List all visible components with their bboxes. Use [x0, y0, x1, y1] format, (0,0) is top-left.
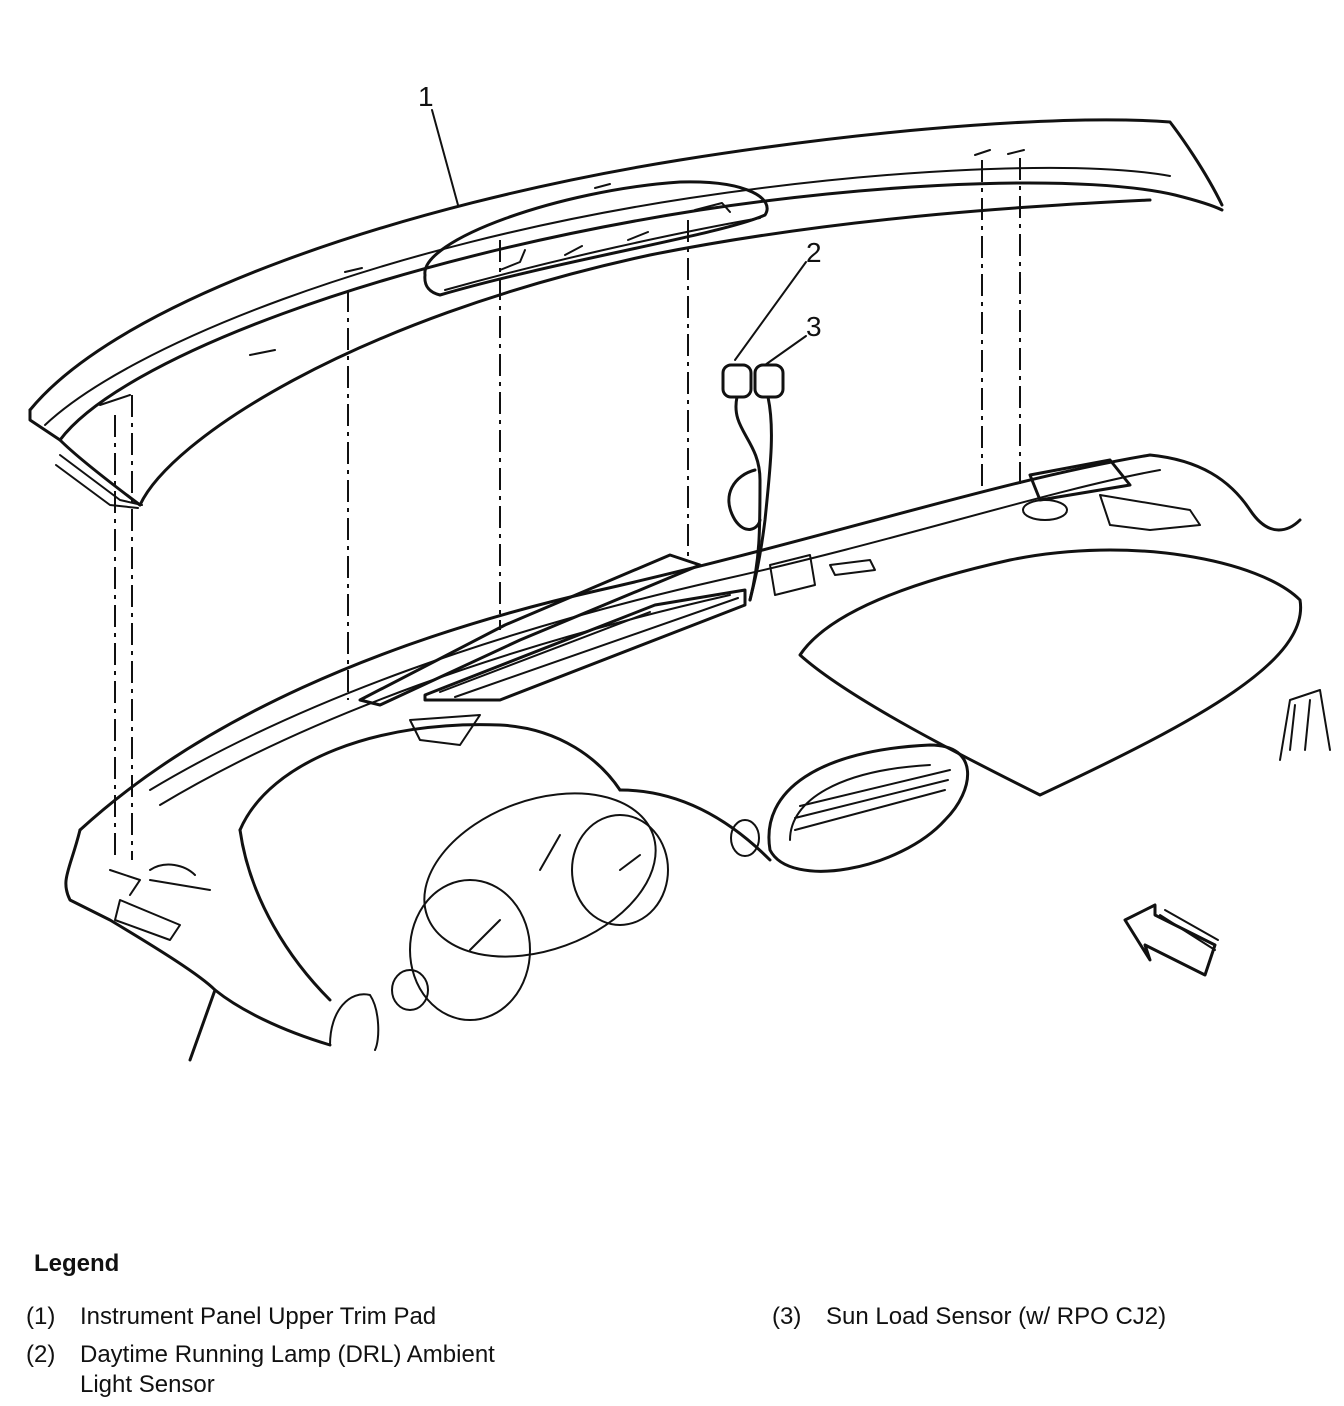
legend-num-2: (2) — [26, 1341, 56, 1368]
instrument-panel — [64, 453, 1331, 1062]
exploded-view-diagram: 1 2 3 — [28, 81, 1331, 1062]
legend-num-1: (1) — [26, 1303, 56, 1330]
legend-title: Legend — [34, 1250, 120, 1277]
legend-text-2b: Light Sensor — [80, 1371, 215, 1398]
legend-num-3: (3) — [772, 1303, 802, 1330]
legend-text-3: Sun Load Sensor (w/ RPO CJ2) — [826, 1303, 1167, 1330]
alignment-lines — [114, 158, 1021, 860]
sensor-harness — [721, 363, 785, 602]
callout-2: 2 — [806, 237, 822, 268]
legend-text-2: Daytime Running Lamp (DRL) Ambient — [80, 1341, 495, 1368]
upper-trim-pad — [28, 118, 1224, 509]
callout-3: 3 — [806, 311, 822, 342]
legend: Legend (1) Instrument Panel Upper Trim P… — [26, 1250, 1326, 1400]
legend-text-1: Instrument Panel Upper Trim Pad — [80, 1303, 437, 1330]
callout-1: 1 — [418, 81, 434, 112]
legend-item-2: (2) Daytime Running Lamp (DRL) Ambient L… — [26, 1340, 726, 1400]
